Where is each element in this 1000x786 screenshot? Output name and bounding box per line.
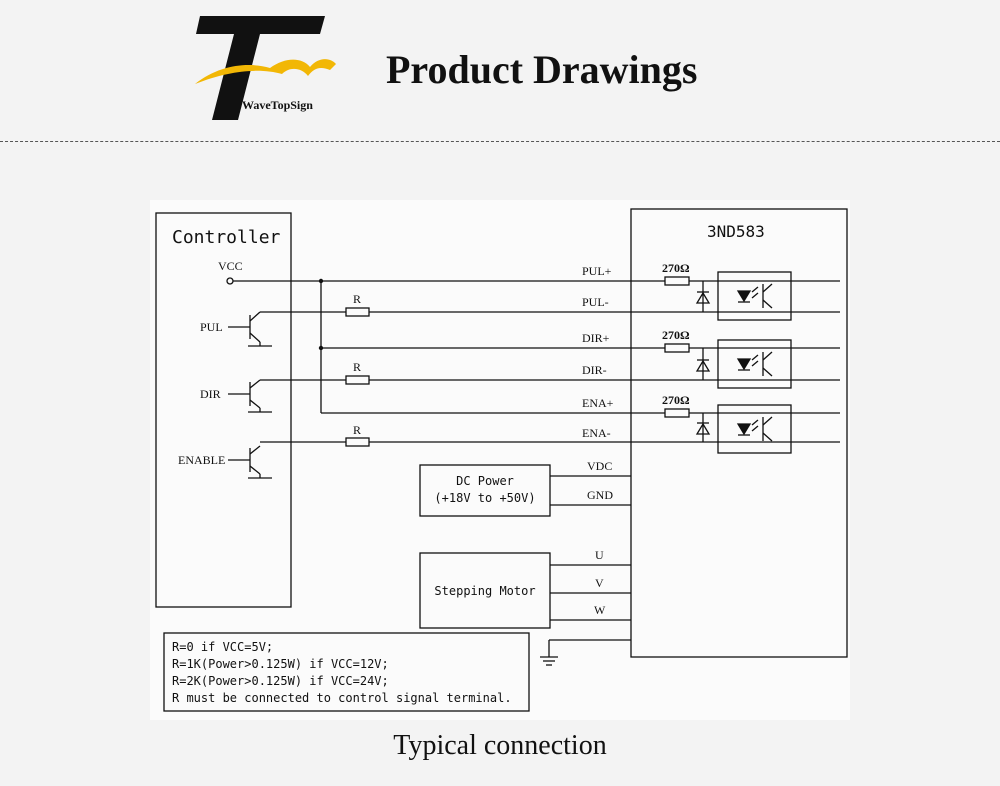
protection-diode-1	[695, 281, 711, 312]
note-line: R must be connected to control signal te…	[172, 691, 512, 705]
resistor-ena	[345, 437, 370, 447]
transistor-dir	[228, 379, 272, 413]
note-line: R=1K(Power>0.125W) if VCC=12V;	[172, 657, 389, 671]
controller-title: Controller	[172, 227, 281, 248]
note-line: R=0 if VCC=5V;	[172, 640, 273, 654]
motor-box	[419, 552, 551, 629]
resistor-270-dir	[664, 343, 690, 353]
driver-box	[630, 208, 848, 658]
resistor-label-pul: R	[353, 292, 361, 306]
logo-wave-shape	[195, 59, 336, 84]
logo-mark: WaveTopSign	[195, 16, 336, 120]
terminal-label: DIR-	[582, 363, 607, 377]
page-title: Product Drawings	[386, 47, 698, 92]
header-divider	[0, 141, 1000, 142]
optocoupler-3	[717, 404, 792, 454]
resistor-pul	[345, 307, 370, 317]
vcc-terminal	[226, 277, 234, 285]
note-line: R=2K(Power>0.125W) if VCC=24V;	[172, 674, 389, 688]
protection-diode-2	[695, 348, 711, 380]
terminal-label: GND	[587, 488, 613, 502]
terminal-label: ENA+	[582, 396, 614, 410]
notes-box	[163, 632, 530, 712]
resistor-270-ena	[664, 408, 690, 418]
logo-t-shape	[196, 16, 325, 120]
resistor-label-ena: R	[353, 423, 361, 437]
opto-led-1	[736, 283, 773, 309]
controller-box	[155, 212, 292, 608]
opto-led-2	[736, 351, 773, 377]
terminal-label: VDC	[587, 459, 612, 473]
vcc-label: VCC	[218, 259, 243, 273]
diagram-caption: Typical connection	[393, 730, 607, 761]
terminal-label: V	[595, 576, 604, 590]
terminal-label: PUL-	[582, 295, 609, 309]
resistor-dir	[345, 375, 370, 385]
optocoupler-2	[717, 339, 792, 389]
motor-label: Stepping Motor	[434, 584, 535, 598]
dc-power-range: (+18V to +50V)	[434, 491, 535, 505]
driver-title: 3ND583	[707, 222, 765, 241]
opto-led-3	[736, 416, 773, 442]
ohm-label-3: 270Ω	[662, 393, 690, 407]
transistor-enable	[228, 445, 272, 479]
pul-label: PUL	[200, 320, 223, 334]
logo-text: WaveTopSign	[242, 98, 313, 112]
enable-label: ENABLE	[178, 453, 225, 467]
resistor-label-dir: R	[353, 360, 361, 374]
ohm-label-2: 270Ω	[662, 328, 690, 342]
terminal-label: DIR+	[582, 331, 610, 345]
optocoupler-1	[717, 271, 792, 321]
resistor-270-pul	[664, 276, 690, 286]
dc-power-box	[419, 464, 551, 517]
terminal-label: W	[594, 603, 606, 617]
dir-label: DIR	[200, 387, 221, 401]
terminal-label: PUL+	[582, 264, 612, 278]
brand-logo: WaveTopSign	[190, 12, 340, 132]
terminal-label: ENA-	[582, 426, 611, 440]
ohm-label-1: 270Ω	[662, 261, 690, 275]
terminal-label: U	[595, 548, 604, 562]
protection-diode-3	[695, 413, 711, 442]
dc-power-label: DC Power	[456, 474, 514, 488]
transistor-pul	[228, 311, 272, 347]
